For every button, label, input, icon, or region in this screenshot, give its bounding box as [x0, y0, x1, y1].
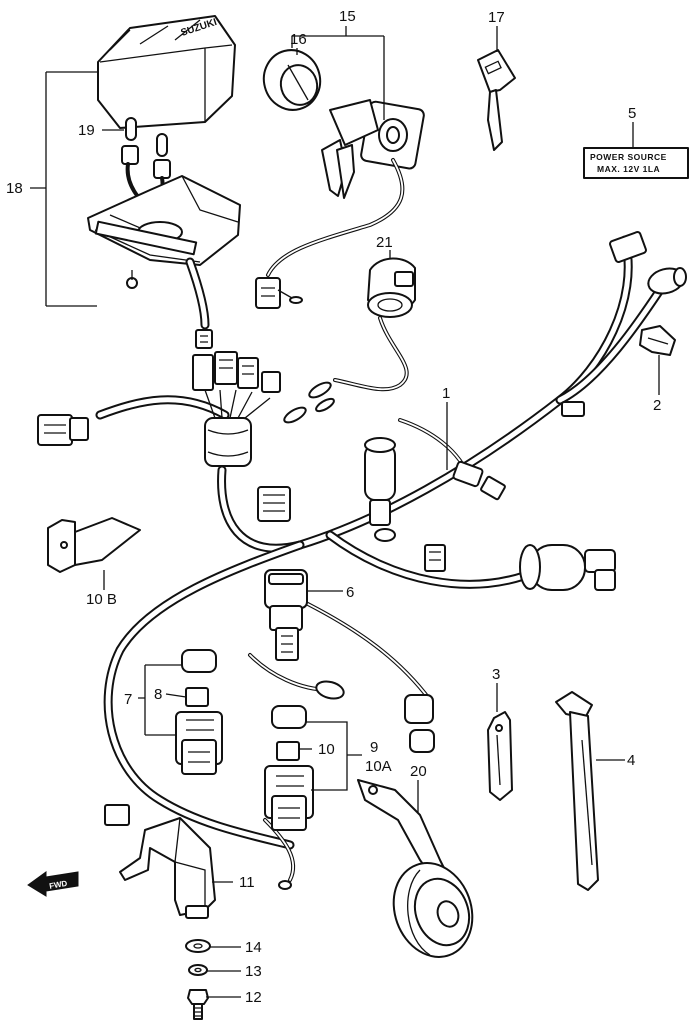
callout-1: 1 — [442, 385, 450, 402]
main-wiring-harness — [37, 231, 687, 890]
callout-4: 4 — [627, 752, 635, 769]
callout-14: 14 — [245, 939, 262, 956]
ignition-cap — [262, 49, 322, 111]
indicator-cover: SUZUKI — [97, 15, 236, 129]
indicator-base — [87, 175, 241, 289]
clamp-2 — [639, 325, 676, 356]
callout-17: 17 — [488, 9, 505, 26]
ignition-switch — [255, 99, 425, 309]
lock-washer-13 — [188, 964, 208, 976]
callout-labels: 15 16 17 5 19 18 21 1 2 10 B 6 3 7 8 9 1… — [6, 8, 661, 1006]
callout-19: 19 — [78, 122, 95, 139]
callout-12: 12 — [245, 989, 262, 1006]
fuse-holder-right — [264, 705, 314, 831]
indicator-harness — [185, 257, 210, 330]
relay — [264, 569, 308, 661]
callout-5: 5 — [628, 105, 636, 122]
callout-2: 2 — [653, 397, 661, 414]
callout-10b: 10 B — [86, 591, 117, 608]
callout-10a: 10A — [365, 758, 392, 775]
callout-6: 6 — [346, 584, 354, 601]
callout-15: 15 — [339, 8, 356, 25]
indicator-bulbs — [121, 117, 171, 214]
forward-arrow-label: FWD — [48, 879, 68, 891]
power-source-line2: MAX. 12V 1LA — [597, 164, 660, 174]
bracket-10b — [47, 517, 141, 573]
callout-7: 7 — [124, 691, 132, 708]
callout-10: 10 — [318, 741, 335, 758]
callout-13: 13 — [245, 963, 262, 980]
callout-8: 8 — [154, 686, 162, 703]
callout-20: 20 — [410, 763, 427, 780]
horn — [392, 862, 474, 958]
leader-lines — [30, 26, 660, 998]
ignition-key — [477, 49, 516, 151]
bolt-12 — [187, 989, 209, 1020]
callout-3: 3 — [492, 666, 500, 683]
power-source-label: POWER SOURCE MAX. 12V 1LA — [583, 147, 689, 179]
callout-11: 11 — [239, 874, 255, 891]
callout-18: 18 — [6, 180, 23, 197]
callout-21: 21 — [376, 234, 393, 251]
bracket-11 — [119, 817, 216, 919]
handlebar-switch — [333, 257, 416, 392]
callout-9: 9 — [370, 739, 378, 756]
washer-14 — [185, 939, 211, 953]
forward-arrow-icon: FWD — [27, 871, 79, 897]
cable-tie-4 — [555, 691, 599, 891]
power-source-line1: POWER SOURCE — [590, 152, 667, 162]
fuse-holder-left — [175, 649, 223, 775]
clamp-3 — [487, 711, 513, 801]
callout-16: 16 — [290, 31, 307, 48]
